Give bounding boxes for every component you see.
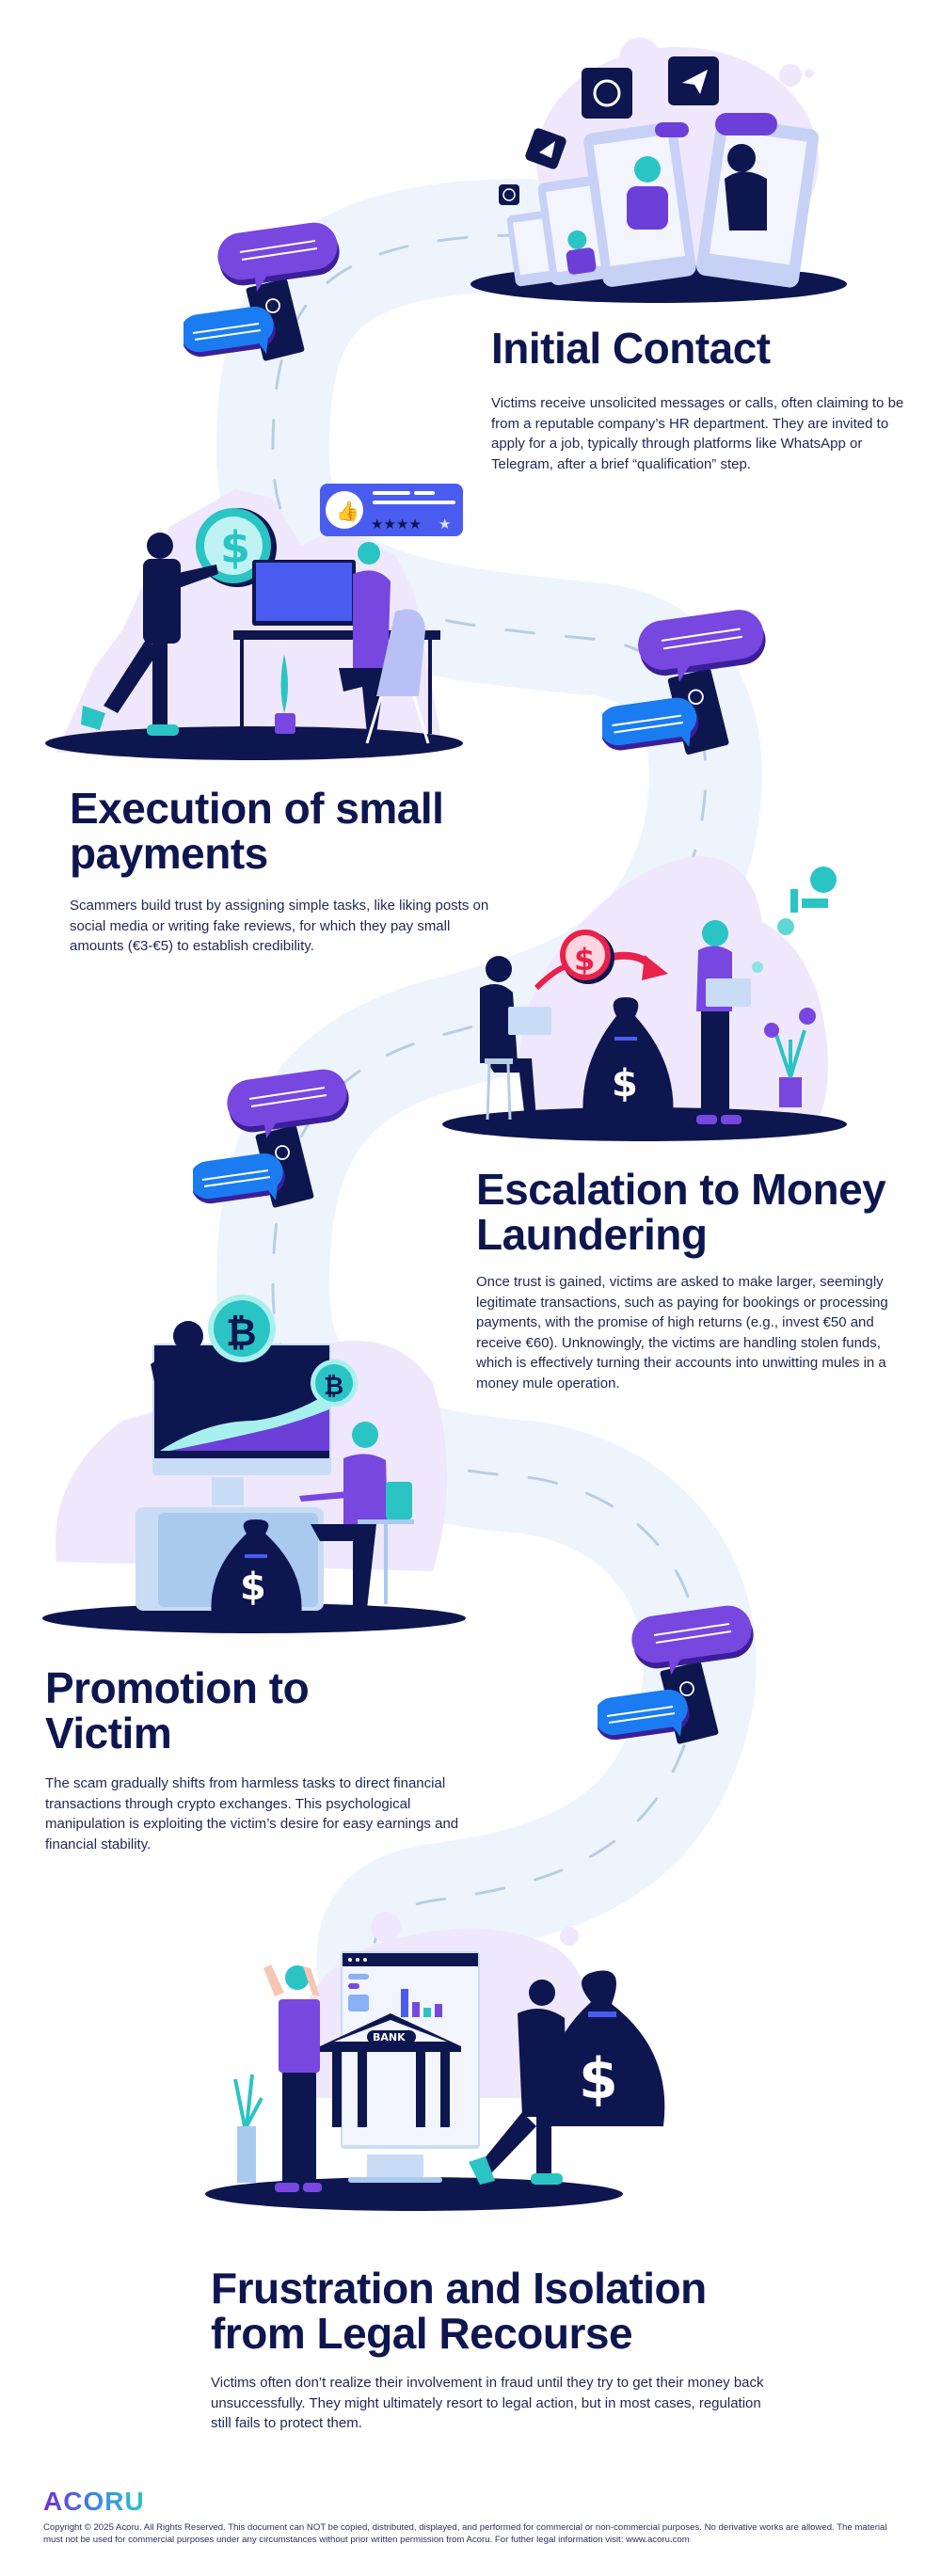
copyright-text: Copyright © 2025 Acoru. All Rights Reser… [43, 2522, 887, 2545]
svg-text:$: $ [240, 1566, 266, 1609]
step-2-description: Scammers build trust by assigning simple… [70, 898, 489, 954]
step-3-title: Escalation to Money Laundering [476, 1165, 886, 1260]
svg-text:👍: 👍 [336, 500, 359, 522]
illustration-money-laundering: $ $ [442, 847, 847, 1148]
illustration-legal-recourse: BANK $ [198, 1910, 696, 2239]
step-5-title: Frustration and Isolation from Legal Rec… [211, 2264, 707, 2359]
step-3-description: Once trust is gained, victims are asked … [476, 1274, 888, 1391]
svg-text:$: $ [574, 942, 595, 978]
step-4-description: The scam gradually shifts from harmless … [45, 1775, 459, 1852]
illustration-initial-contact [442, 38, 847, 310]
phones-scene-icon [470, 38, 847, 303]
step-4-title: Promotion to Victim [45, 1663, 310, 1758]
svg-text:★★★★: ★★★★ [371, 516, 422, 533]
whatsapp-icon [679, 1681, 694, 1696]
chat-bubbles-3 [189, 1063, 391, 1214]
whatsapp-icon [265, 298, 280, 313]
svg-text:₿: ₿ [226, 1312, 257, 1355]
step-2-title: Execution of small payments [70, 784, 444, 879]
step-1-title: Initial Contact [491, 324, 771, 373]
chat-bubbles-1 [180, 216, 381, 367]
svg-text:★: ★ [439, 516, 451, 533]
illustration-crypto-victim: ₿ ₿ $ [38, 1289, 470, 1637]
svg-text:$: $ [612, 1062, 638, 1105]
illustration-small-payments: 👍 ★★★★ ★ $ [38, 470, 470, 771]
whatsapp-icon [275, 1145, 290, 1160]
bank-label: BANK [373, 2031, 406, 2043]
step-1-description: Victims receive unsolicited messages or … [491, 395, 904, 472]
whatsapp-icon [688, 689, 704, 705]
acoru-logo: ACORU [43, 2487, 145, 2516]
svg-text:₿: ₿ [324, 1373, 343, 1401]
svg-text:$: $ [579, 2046, 618, 2112]
svg-text:$: $ [220, 522, 250, 573]
chat-bubbles-2 [598, 602, 809, 762]
chat-bubbles-4 [594, 1599, 795, 1750]
step-5-description: Victims often don’t realize their involv… [211, 2375, 764, 2431]
